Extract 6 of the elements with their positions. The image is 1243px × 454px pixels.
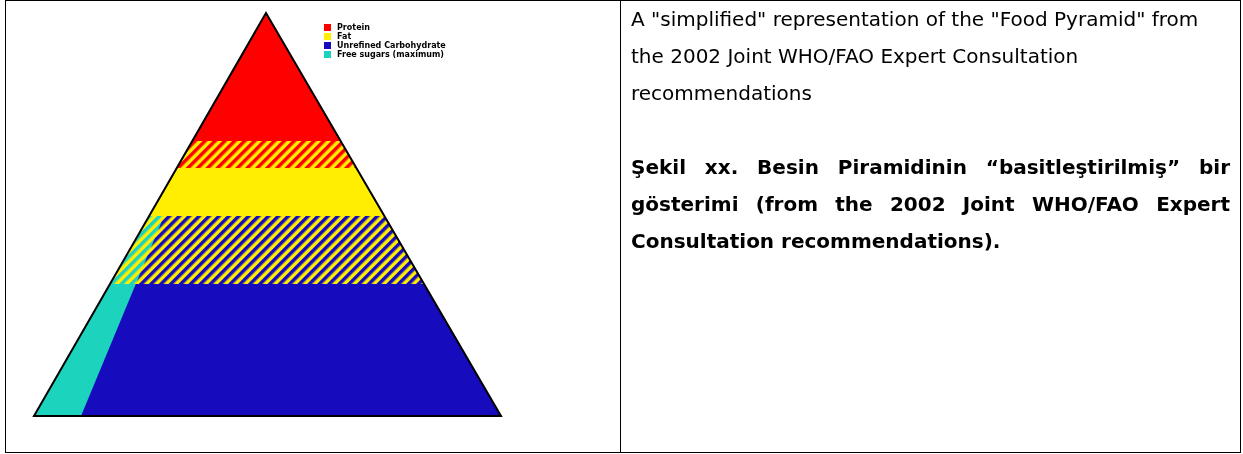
legend-label: Unrefined Carbohydrate — [337, 41, 446, 50]
caption-paragraph: Şekil xx. Besin Piramidinin “basitleştirilmiş” bir gösterimi (from the 2002 Joint WHO/FAO Expert Consultation recommendations). — [631, 154, 1230, 255]
legend-label: Protein — [337, 23, 370, 32]
legend-label: Free sugars (maximum) — [337, 50, 444, 59]
legend-label: Fat — [337, 32, 352, 41]
caption-paragraph: A "simplified" representation of the "Food Pyramid" from the 2002 Joint WHO/FAO Expert Consultation recommendations — [631, 6, 1200, 107]
